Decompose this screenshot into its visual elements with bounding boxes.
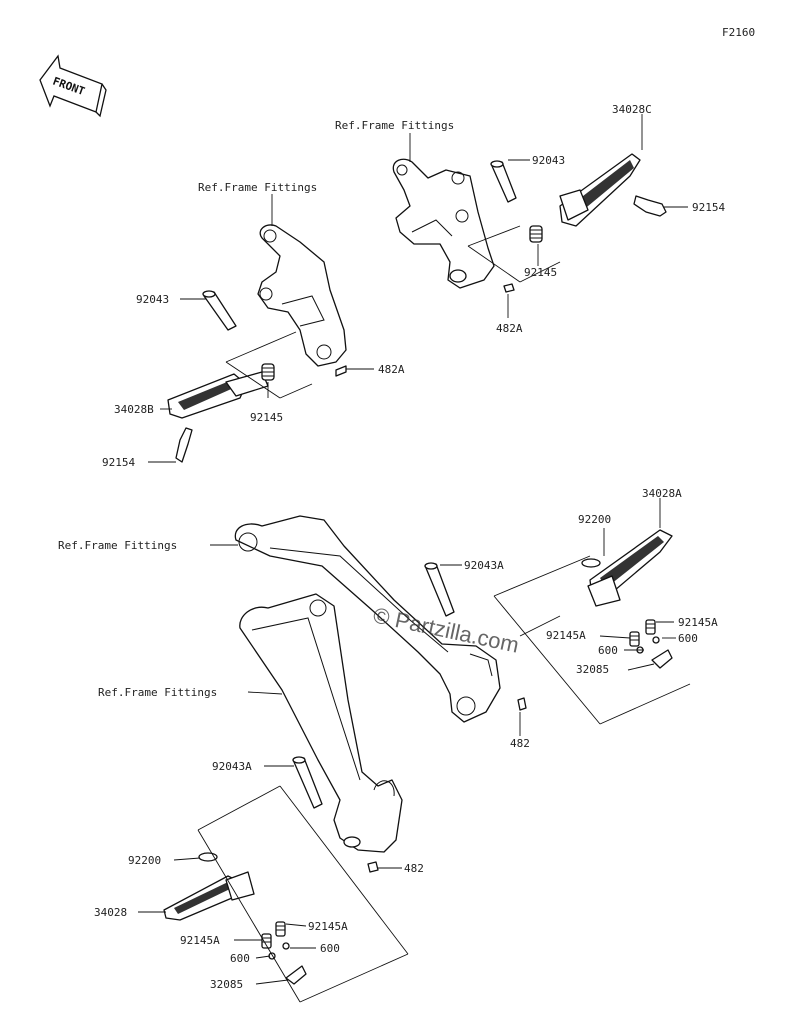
- label-482a-right: 482A: [496, 322, 523, 335]
- label-600-right-b: 600: [598, 644, 618, 657]
- label-92145-left: 92145: [250, 411, 283, 424]
- label-ref-frame-mid: Ref.Frame Fittings: [58, 539, 177, 552]
- lower-springs-92145a: [261, 921, 286, 949]
- label-32085-right: 32085: [576, 663, 609, 676]
- upper-right-spring-92145: [529, 225, 543, 243]
- upper-right-bracket: [392, 158, 495, 289]
- upper-right-footpeg: [559, 153, 641, 227]
- diagram-code: F2160: [722, 26, 755, 39]
- label-92043-left: 92043: [136, 293, 169, 306]
- label-34028: 34028: [94, 906, 127, 919]
- label-92154-left: 92154: [102, 456, 135, 469]
- lower-clip-482: [367, 861, 379, 873]
- middle-large-bracket: [234, 515, 501, 723]
- upper-left-clip-482a: [335, 365, 347, 377]
- upper-right-pin-92043: [490, 160, 517, 203]
- label-92043-right: 92043: [532, 154, 565, 167]
- label-34028c: 34028C: [612, 103, 652, 116]
- upper-left-bracket: [257, 224, 347, 367]
- upper-left-spring-92145: [261, 363, 275, 381]
- label-ref-frame-top-left: Ref.Frame Fittings: [198, 181, 317, 194]
- label-34028b: 34028B: [114, 403, 154, 416]
- label-92145a-right-a: 92145A: [678, 616, 718, 629]
- label-92043a-upper: 92043A: [464, 559, 504, 572]
- lower-ball-600-a: [282, 942, 290, 950]
- label-482-lower: 482: [404, 862, 424, 875]
- lower-plate-32085: [285, 965, 307, 985]
- upper-right-bolt-92154: [633, 195, 667, 217]
- lower-large-bracket: [239, 593, 403, 853]
- label-92200-left: 92200: [128, 854, 161, 867]
- label-ref-frame-top-right: Ref.Frame Fittings: [335, 119, 454, 132]
- middle-footpeg-34028a: [587, 529, 673, 607]
- upper-right-clip-482a: [503, 283, 515, 293]
- label-ref-frame-lower: Ref.Frame Fittings: [98, 686, 217, 699]
- lower-footpeg-34028: [163, 871, 255, 921]
- label-92145a-right-b: 92145A: [546, 629, 586, 642]
- middle-clip-482: [517, 697, 527, 711]
- label-92145-right: 92145: [524, 266, 557, 279]
- lower-pin-92043a: [292, 756, 323, 809]
- front-arrow-icon: FRONT: [39, 54, 107, 118]
- label-92154-right: 92154: [692, 201, 725, 214]
- label-92200-right: 92200: [578, 513, 611, 526]
- middle-ball-600-a: [652, 636, 660, 644]
- label-600-left-a: 600: [320, 942, 340, 955]
- label-34028a: 34028A: [642, 487, 682, 500]
- middle-plate-32085: [651, 649, 673, 669]
- upper-left-pin-92043: [202, 290, 237, 331]
- middle-pin-92043a: [424, 562, 455, 617]
- label-600-right-a: 600: [678, 632, 698, 645]
- upper-left-footpeg: [167, 371, 269, 419]
- label-482-mid: 482: [510, 737, 530, 750]
- label-482a-left: 482A: [378, 363, 405, 376]
- upper-left-bolt-92154: [175, 427, 193, 463]
- label-92145a-left-a: 92145A: [308, 920, 348, 933]
- middle-springs-92145a: [629, 619, 656, 647]
- label-92043a-lower: 92043A: [212, 760, 252, 773]
- label-32085-left: 32085: [210, 978, 243, 991]
- middle-washer-92200: [581, 558, 601, 568]
- label-600-left-b: 600: [230, 952, 250, 965]
- label-92145a-left-b: 92145A: [180, 934, 220, 947]
